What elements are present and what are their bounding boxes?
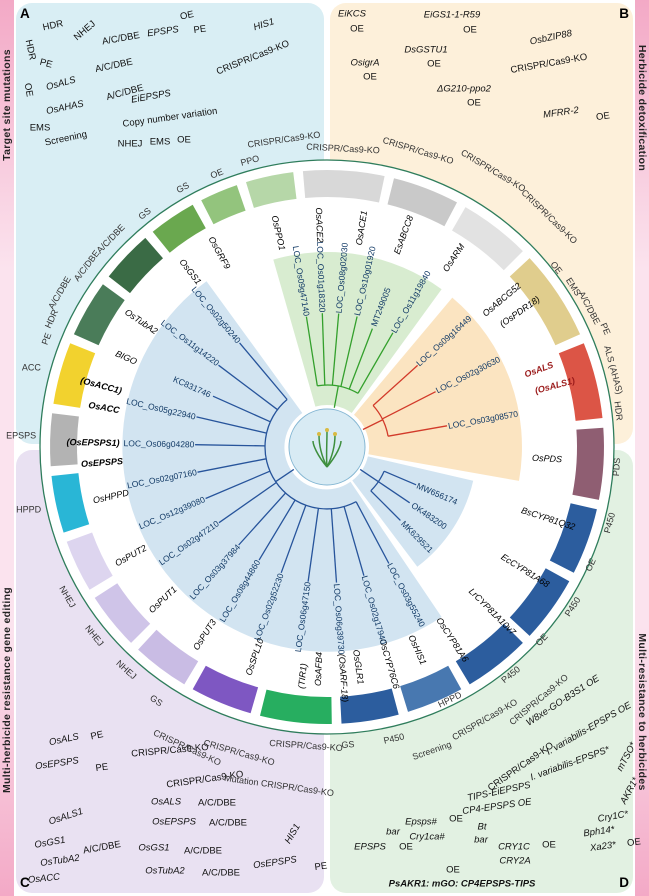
- rice-grain: [317, 432, 321, 436]
- right-side-strip: Herbicide detoxification Multi-resistanc…: [635, 0, 649, 896]
- ring-segment: [400, 665, 462, 712]
- panel-label-c: C: [20, 875, 30, 890]
- branch: [275, 468, 295, 483]
- ring-segment: [152, 204, 206, 253]
- branch: [355, 501, 390, 564]
- tree-branches-blue2: [359, 468, 417, 521]
- branch: [197, 458, 267, 473]
- ring-segment: [260, 689, 332, 725]
- branch: [218, 364, 278, 411]
- branch: [258, 499, 296, 561]
- ring-segment: [455, 623, 523, 685]
- branch: [372, 405, 389, 437]
- ring-segment: [51, 473, 90, 533]
- branch: [195, 444, 266, 447]
- branch: [205, 470, 271, 500]
- rice-plant-illustration: [312, 430, 342, 468]
- rice-grain: [333, 432, 337, 436]
- ring-segment: [340, 688, 399, 724]
- tree-branches-green: [305, 313, 394, 408]
- rice-grain: [325, 428, 329, 432]
- cluster-wedge-blue: [122, 281, 442, 652]
- ring-segment: [73, 284, 125, 346]
- branch: [333, 385, 339, 408]
- tree-branches-blue: [195, 342, 390, 583]
- branch: [383, 470, 417, 486]
- branch: [307, 508, 320, 582]
- ring-segment: [452, 207, 523, 271]
- branch: [378, 481, 411, 504]
- branch: [357, 332, 394, 394]
- ring-segment: [53, 343, 96, 408]
- branch: [239, 342, 288, 400]
- branch: [359, 468, 379, 483]
- panel-label-b: B: [619, 6, 629, 21]
- ring-segment: [302, 170, 385, 203]
- branch: [343, 506, 365, 576]
- branch: [340, 316, 358, 387]
- ring-segment: [509, 258, 581, 346]
- panel-label-a: A: [20, 6, 30, 21]
- ring-segment: [572, 427, 604, 500]
- ring-segment: [509, 568, 570, 636]
- ring-segment: [549, 503, 597, 573]
- ring-segment: [108, 237, 163, 294]
- branch: [372, 364, 419, 406]
- ring-segment: [50, 413, 79, 467]
- branch: [321, 313, 326, 386]
- ring-segment: [94, 583, 151, 643]
- branch: [330, 508, 338, 583]
- ring-segment: [192, 665, 259, 714]
- ring-segment: [387, 178, 457, 227]
- ring-segment: [201, 185, 246, 225]
- branch: [280, 505, 307, 574]
- panel-label-d: D: [619, 875, 629, 890]
- plant-leaf: [326, 440, 342, 468]
- tree-branches-orange: [362, 364, 448, 437]
- branch: [305, 316, 318, 386]
- branch: [196, 416, 267, 434]
- plant-leaf: [312, 440, 328, 468]
- plant-leaf: [318, 434, 328, 468]
- branch: [387, 425, 448, 437]
- plant-leaf: [326, 434, 336, 468]
- branch: [238, 492, 286, 546]
- branch: [331, 313, 340, 386]
- ring-segment: [558, 343, 603, 421]
- ring-segment: [66, 532, 113, 590]
- branch: [218, 482, 277, 524]
- branch: [370, 490, 401, 521]
- left-side-strip: Target site mutations Multi-herbicide re…: [0, 0, 14, 896]
- branch: [381, 391, 436, 420]
- branch: [348, 328, 374, 390]
- ring-segment: [246, 172, 297, 208]
- branch: [362, 419, 383, 431]
- branch: [212, 395, 271, 423]
- ring-segment: [138, 629, 199, 685]
